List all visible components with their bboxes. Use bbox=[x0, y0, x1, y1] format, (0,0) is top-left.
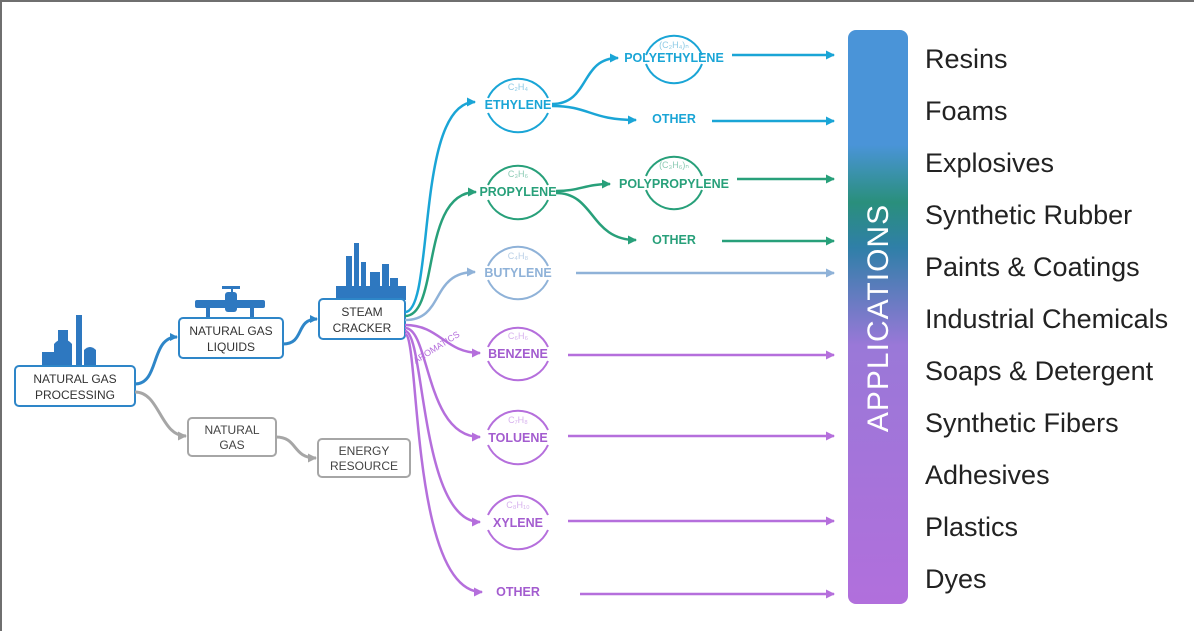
natural-gas-processing-line1: NATURAL GAS bbox=[33, 372, 116, 386]
polyethylene-node: (C₂H₄)ₙ POLYETHYLENE bbox=[624, 34, 724, 85]
xylene-formula: C₈H₁₀ bbox=[506, 500, 530, 510]
application-item: Paints & Coatings bbox=[925, 252, 1140, 282]
polypropylene-label: POLYPROPYLENE bbox=[619, 177, 729, 191]
gas-plant-icon bbox=[42, 315, 96, 366]
propylene-label: PROPYLENE bbox=[479, 185, 556, 199]
natural-gas-processing-line2: PROCESSING bbox=[35, 388, 115, 402]
application-item: Soaps & Detergent bbox=[925, 356, 1154, 386]
propylene-formula: C₃H₆ bbox=[508, 169, 529, 179]
arrow-processing-to-natural-gas bbox=[134, 390, 187, 441]
energy-resource-box: ENERGY RESOURCE bbox=[317, 438, 411, 478]
steam-cracker-line1: STEAM bbox=[341, 305, 382, 319]
application-item: Explosives bbox=[925, 148, 1054, 178]
arrow-cracker-to-butylene bbox=[404, 267, 476, 322]
natural-gas-box: NATURAL GAS bbox=[187, 417, 277, 457]
butylene-node: C₄H₈ BUTYLENE bbox=[484, 245, 552, 301]
arrow-natural-gas-to-energy bbox=[275, 435, 317, 463]
applications-title: APPLICATIONS bbox=[862, 204, 895, 432]
arrow-ethylene-to-polyethylene bbox=[551, 53, 619, 106]
application-item: Synthetic Fibers bbox=[925, 408, 1119, 438]
xylene-node: C₈H₁₀ XYLENE bbox=[487, 494, 549, 551]
arrow-cracker-to-ethylene bbox=[404, 97, 476, 314]
application-item: Resins bbox=[925, 44, 1008, 74]
refinery-icon bbox=[336, 243, 406, 300]
polypropylene-formula: (C₃H₆)ₙ bbox=[659, 160, 689, 170]
arrow-cracker-to-propylene bbox=[404, 187, 477, 318]
steam-cracker-line2: CRACKER bbox=[333, 321, 392, 335]
propylene-other-label: OTHER bbox=[652, 233, 696, 247]
natural-gas-line1: NATURAL bbox=[204, 423, 259, 437]
polypropylene-node: (C₃H₆)ₙ POLYPROPYLENE bbox=[619, 155, 729, 211]
energy-resource-line1: ENERGY bbox=[339, 444, 390, 458]
benzene-node: C₆H₆ BENZENE bbox=[487, 326, 549, 382]
polyethylene-formula: (C₂H₄)ₙ bbox=[659, 40, 689, 50]
aromatics-other-label: OTHER bbox=[496, 585, 540, 599]
toluene-formula: C₇H₈ bbox=[508, 415, 528, 425]
pipeline-valve-icon bbox=[195, 286, 265, 318]
steam-cracker-box: STEAM CRACKER bbox=[318, 298, 406, 340]
ethylene-label: ETHYLENE bbox=[485, 98, 552, 112]
arrow-cracker-to-benzene bbox=[404, 323, 481, 358]
butylene-formula: C₄H₈ bbox=[508, 251, 529, 261]
application-item: Synthetic Rubber bbox=[925, 200, 1132, 230]
applications-list: Resins Foams Explosives Synthetic Rubber… bbox=[925, 44, 1168, 594]
ethylene-formula: C₂H₄ bbox=[508, 82, 528, 92]
natural-gas-liquids-box: NATURAL GAS LIQUIDS bbox=[178, 317, 284, 359]
application-item: Foams bbox=[925, 96, 1008, 126]
benzene-formula: C₆H₆ bbox=[508, 331, 529, 341]
toluene-node: C₇H₈ TOLUENE bbox=[487, 409, 549, 466]
arrow-ethylene-to-other bbox=[551, 104, 637, 125]
arrow-cracker-to-toluene bbox=[404, 326, 481, 442]
arrow-cracker-to-aromatics-other bbox=[403, 332, 483, 597]
arrow-propylene-to-other bbox=[555, 191, 637, 245]
toluene-label: TOLUENE bbox=[488, 431, 548, 445]
propylene-node: C₃H₆ PROPYLENE bbox=[479, 164, 557, 221]
arrow-propylene-to-polypropylene bbox=[555, 179, 611, 193]
polyethylene-label: POLYETHYLENE bbox=[624, 51, 724, 65]
natural-gas-processing-box: NATURAL GAS PROCESSING bbox=[14, 365, 136, 407]
arrow-processing-to-liquids bbox=[134, 333, 178, 386]
ethylene-node: C₂H₄ ETHYLENE bbox=[485, 77, 552, 134]
benzene-label: BENZENE bbox=[488, 347, 548, 361]
arrow-cracker-to-xylene bbox=[404, 329, 481, 527]
arrow-liquids-to-cracker bbox=[282, 315, 318, 346]
xylene-label: XYLENE bbox=[493, 516, 543, 530]
butylene-label: BUTYLENE bbox=[484, 266, 551, 280]
application-item: Plastics bbox=[925, 512, 1018, 542]
application-item: Dyes bbox=[925, 564, 987, 594]
energy-resource-line2: RESOURCE bbox=[330, 459, 398, 473]
application-item: Adhesives bbox=[925, 460, 1050, 490]
applications-bar: APPLICATIONS bbox=[848, 30, 908, 604]
natural-gas-line2: GAS bbox=[219, 438, 244, 452]
natural-gas-liquids-line2: LIQUIDS bbox=[207, 340, 255, 354]
ethylene-other-label: OTHER bbox=[652, 112, 696, 126]
application-item: Industrial Chemicals bbox=[925, 304, 1168, 334]
natural-gas-liquids-line1: NATURAL GAS bbox=[189, 324, 272, 338]
